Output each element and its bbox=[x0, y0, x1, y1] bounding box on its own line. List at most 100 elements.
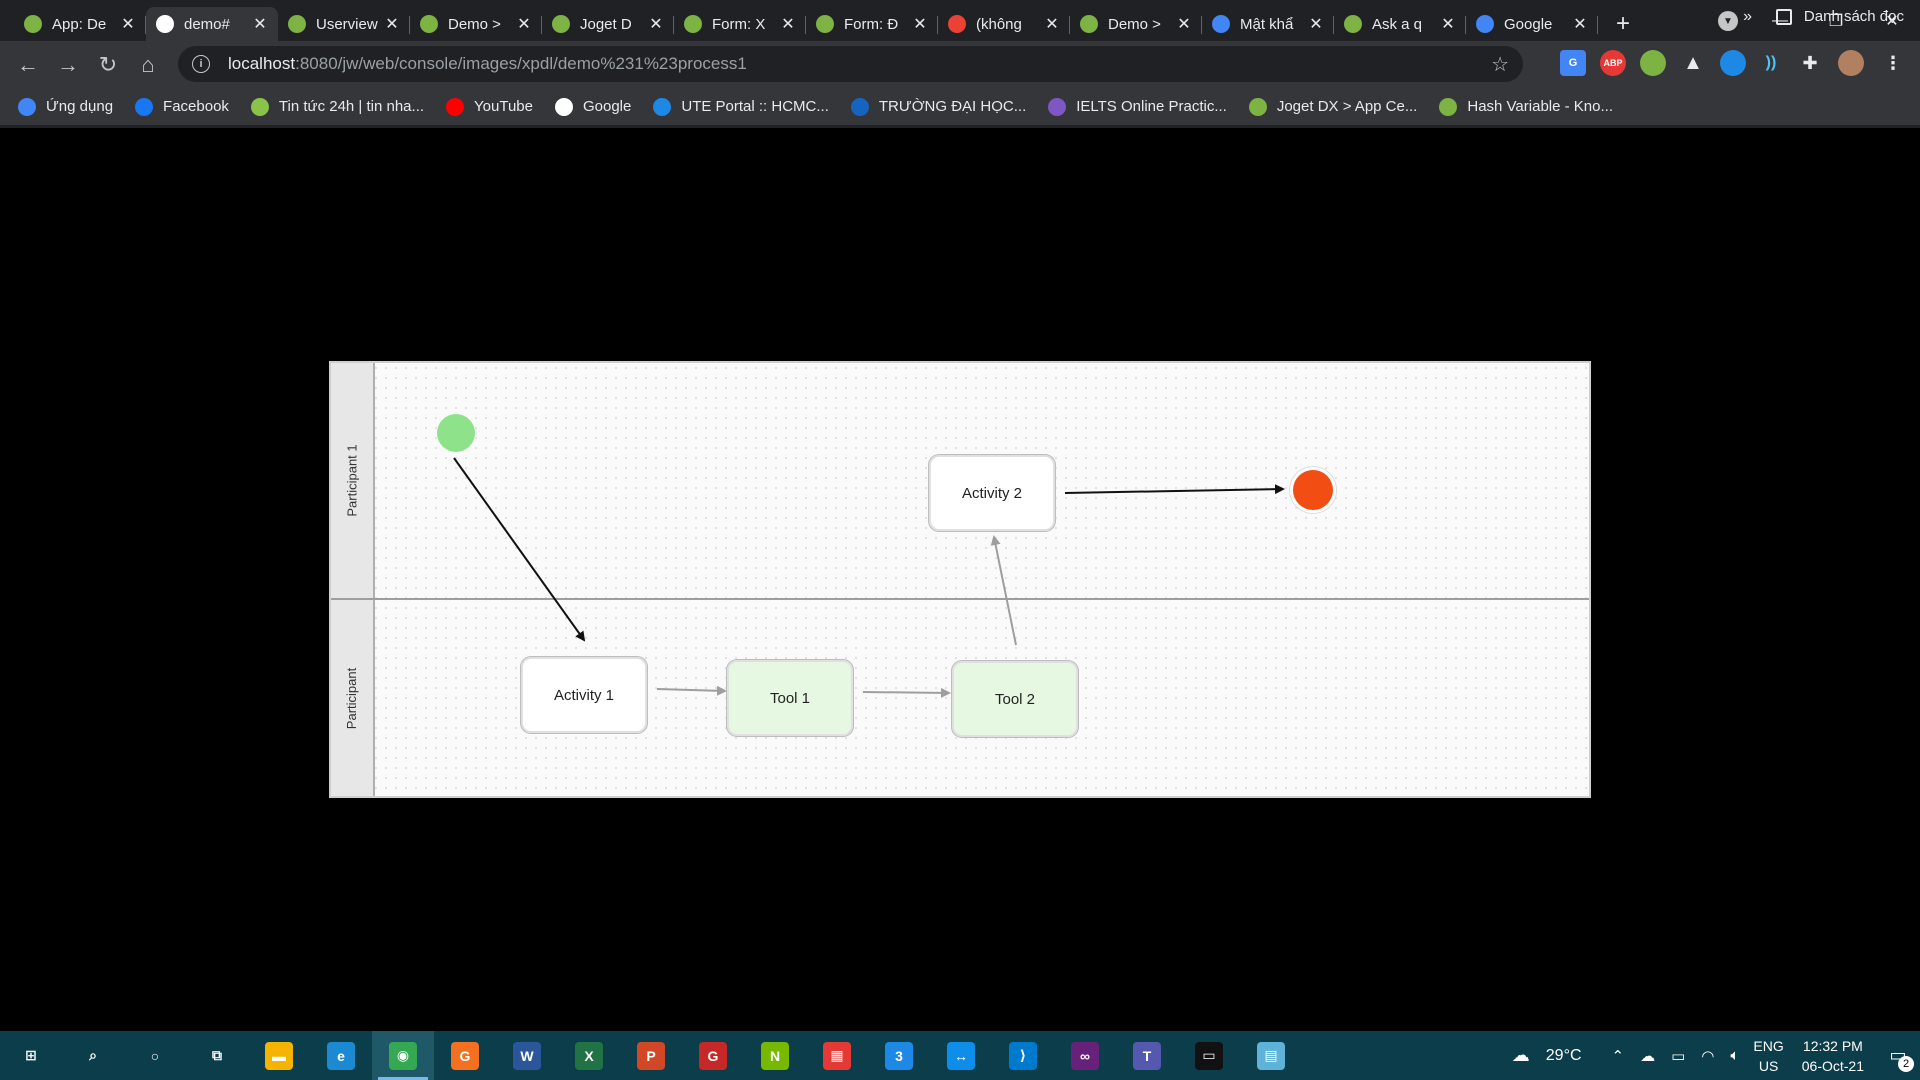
read-aloud-extension-icon[interactable]: )) bbox=[1765, 54, 1777, 71]
weather-icon[interactable]: ☁ bbox=[1511, 1045, 1530, 1065]
restore-button[interactable]: ❐ bbox=[1828, 12, 1844, 30]
end-event[interactable] bbox=[1293, 470, 1333, 510]
browser-tab[interactable]: Demo >✕ bbox=[410, 7, 542, 41]
bookmark-item[interactable]: Facebook bbox=[135, 97, 229, 116]
tab-close-icon[interactable]: ✕ bbox=[253, 16, 267, 33]
taskbar-vscode-button[interactable]: ⟩ bbox=[992, 1031, 1054, 1080]
wifi-icon[interactable]: ◠ bbox=[1701, 1047, 1715, 1065]
browser-tab[interactable]: Form: Đ✕ bbox=[806, 7, 938, 41]
reading-list-icon bbox=[1775, 8, 1792, 25]
tab-separator bbox=[541, 16, 542, 34]
taskbar-edge-button[interactable]: e bbox=[310, 1031, 372, 1080]
weather-temperature[interactable]: 29°C bbox=[1545, 1046, 1582, 1064]
taskbar-search-button[interactable]: ⌕ bbox=[62, 1031, 124, 1080]
back-button[interactable]: ← bbox=[17, 51, 39, 77]
tab-title: Mật khẩ bbox=[1240, 15, 1294, 33]
google-translate-extension-icon[interactable]: G bbox=[1560, 50, 1586, 76]
bookmark-item[interactable]: TRƯỜNG ĐẠI HỌC... bbox=[850, 97, 1026, 116]
adblock-plus-extension-icon[interactable]: ABP bbox=[1600, 50, 1626, 76]
reading-list-button[interactable]: Danh sách đọc bbox=[1775, 8, 1904, 25]
battery-icon[interactable]: ▭ bbox=[1671, 1047, 1686, 1065]
bookmark-item[interactable]: Tin tức 24h | tin nha... bbox=[250, 97, 424, 116]
tab-close-icon[interactable]: ✕ bbox=[121, 16, 135, 33]
swimlane-participant-1: Participant 1 bbox=[331, 363, 1589, 600]
taskbar-teamviewer-button[interactable]: ↔ bbox=[930, 1031, 992, 1080]
tab-close-icon[interactable]: ✕ bbox=[385, 16, 399, 33]
taskbar-powerpoint-button[interactable]: P bbox=[620, 1031, 682, 1080]
browser-tab[interactable]: Mật khẩ ✕ bbox=[1202, 7, 1334, 41]
taskbar-calendar-button[interactable]: 3 bbox=[868, 1031, 930, 1080]
site-info-icon[interactable]: i bbox=[192, 55, 210, 73]
taskbar-nvidia-button[interactable]: N bbox=[744, 1031, 806, 1080]
tab-close-icon[interactable]: ✕ bbox=[517, 16, 531, 33]
bookmark-star-icon[interactable]: ☆ bbox=[1491, 54, 1509, 76]
taskbar-word-button[interactable]: W bbox=[496, 1031, 558, 1080]
tab-search-icon[interactable]: ▼ bbox=[1718, 11, 1738, 31]
browser-tab[interactable]: Google✕ bbox=[1466, 7, 1598, 41]
activity-2-node[interactable]: Activity 2 bbox=[929, 455, 1055, 531]
bookmarks-overflow-button[interactable]: » bbox=[1743, 8, 1752, 25]
close-window-button[interactable]: ✕ bbox=[1885, 12, 1899, 30]
start-event[interactable] bbox=[437, 414, 475, 452]
bookmark-item[interactable]: Joget DX > App Ce... bbox=[1248, 97, 1417, 116]
bookmark-label: Google bbox=[582, 98, 632, 115]
browser-tab[interactable]: demo#✕ bbox=[146, 7, 278, 41]
onedrive-icon[interactable]: ☁ bbox=[1640, 1047, 1656, 1065]
tool-1-node[interactable]: Tool 1 bbox=[727, 660, 853, 736]
bookmark-item[interactable]: Google bbox=[554, 97, 632, 116]
reload-button[interactable]: ↻ bbox=[98, 51, 118, 77]
tab-close-icon[interactable]: ✕ bbox=[1441, 16, 1455, 33]
bookmark-item[interactable]: UTE Portal :: HCMC... bbox=[653, 97, 829, 116]
taskbar-chrome-button[interactable]: ◉ bbox=[372, 1031, 434, 1080]
activity-1-node[interactable]: Activity 1 bbox=[521, 657, 647, 733]
taskbar-visual-studio-button[interactable]: ∞ bbox=[1054, 1031, 1116, 1080]
taskbar-excel-button[interactable]: X bbox=[558, 1031, 620, 1080]
drive-extension-icon[interactable]: ▲ bbox=[1683, 51, 1703, 74]
bookmark-item[interactable]: Hash Variable - Kno... bbox=[1439, 97, 1613, 116]
swimlane-label: Participant bbox=[331, 600, 375, 796]
tab-close-icon[interactable]: ✕ bbox=[781, 16, 795, 33]
volume-icon[interactable]: 🔈︎ bbox=[1730, 1047, 1740, 1064]
browser-tab[interactable]: Demo >✕ bbox=[1070, 7, 1202, 41]
browser-tab[interactable]: Form: X✕ bbox=[674, 7, 806, 41]
bookmark-item[interactable]: YouTube bbox=[446, 97, 533, 116]
forward-button[interactable]: → bbox=[57, 51, 79, 77]
globe-extension-icon[interactable] bbox=[1720, 50, 1746, 76]
tool-2-node[interactable]: Tool 2 bbox=[952, 661, 1078, 737]
joget-extension-icon[interactable] bbox=[1640, 50, 1666, 76]
extensions-puzzle-icon[interactable]: ✚ bbox=[1802, 52, 1818, 73]
tab-close-icon[interactable]: ✕ bbox=[913, 16, 927, 33]
tab-close-icon[interactable]: ✕ bbox=[649, 16, 663, 33]
notification-center-button[interactable]: ▭ 2 bbox=[1876, 1031, 1920, 1080]
tab-close-icon[interactable]: ✕ bbox=[1573, 16, 1587, 33]
taskbar-task-view-button[interactable]: ⧉ bbox=[186, 1031, 248, 1080]
browser-tab[interactable]: (không✕ bbox=[938, 7, 1070, 41]
taskbar-start-button[interactable]: ⊞ bbox=[0, 1031, 62, 1080]
taskbar-foxit-button[interactable]: G bbox=[434, 1031, 496, 1080]
tab-close-icon[interactable]: ✕ bbox=[1177, 16, 1191, 33]
tab-close-icon[interactable]: ✕ bbox=[1045, 16, 1059, 33]
taskbar-garena-button[interactable]: G bbox=[682, 1031, 744, 1080]
chrome-menu-icon[interactable]: ⋮ bbox=[1884, 52, 1902, 73]
profile-avatar[interactable] bbox=[1838, 50, 1864, 76]
input-language-indicator[interactable]: ENG US bbox=[1753, 1037, 1784, 1074]
browser-tab[interactable]: Userview✕ bbox=[278, 7, 410, 41]
new-tab-button[interactable]: + bbox=[1615, 10, 1630, 37]
taskbar-app-tiles-button[interactable]: ▦ bbox=[806, 1031, 868, 1080]
taskbar-clock[interactable]: 12:32 PM 06-Oct-21 bbox=[1801, 1037, 1864, 1074]
transition-arrows bbox=[453, 457, 1285, 698]
taskbar-cortana-button[interactable]: ○ bbox=[124, 1031, 186, 1080]
browser-tab[interactable]: App: De✕ bbox=[14, 7, 146, 41]
bookmark-item[interactable]: Ứng dụng bbox=[18, 97, 113, 116]
taskbar-notepad-button[interactable]: ▤ bbox=[1240, 1031, 1302, 1080]
address-bar[interactable]: i localhost:8080/jw/web/console/images/x… bbox=[178, 46, 1523, 82]
taskbar-file-explorer-button[interactable]: ▬ bbox=[248, 1031, 310, 1080]
taskbar-teams-button[interactable]: T bbox=[1116, 1031, 1178, 1080]
tab-close-icon[interactable]: ✕ bbox=[1309, 16, 1323, 33]
bookmark-item[interactable]: IELTS Online Practic... bbox=[1048, 97, 1227, 116]
browser-tab[interactable]: Ask a q✕ bbox=[1334, 7, 1466, 41]
browser-tab[interactable]: Joget D✕ bbox=[542, 7, 674, 41]
taskbar-terminal-button[interactable]: ▭ bbox=[1178, 1031, 1240, 1080]
home-button[interactable]: ⌂ bbox=[141, 51, 155, 77]
chevron-up-icon[interactable]: ⌃ bbox=[1611, 1047, 1625, 1065]
